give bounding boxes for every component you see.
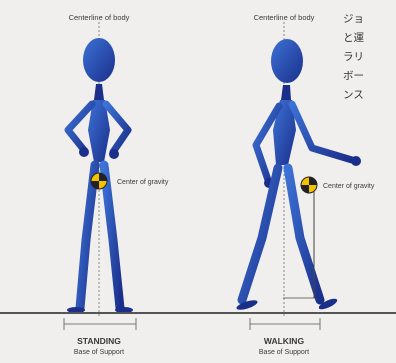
standing-gravity-label: Center of gravity xyxy=(117,179,169,186)
side-text-line: と運 xyxy=(343,29,396,48)
side-text-line: ジョ xyxy=(343,10,396,29)
standing-right-hand xyxy=(109,149,119,159)
standing-neck xyxy=(94,84,104,100)
side-text-line: ンス xyxy=(343,86,396,105)
standing-centerline-label: Centerline of body xyxy=(69,13,130,22)
standing-head xyxy=(83,38,115,82)
standing-left-arm xyxy=(68,104,92,150)
walking-right-hand xyxy=(351,156,361,166)
walking-neck xyxy=(281,85,291,100)
walking-back-leg xyxy=(242,168,278,300)
walking-gravity-marker xyxy=(301,177,317,193)
side-text: ジョ と運 ラリ ボー ンス xyxy=(343,10,396,105)
walking-centerline-label: Centerline of body xyxy=(254,13,315,22)
standing-figure: Centerline of body Center of gravity STA… xyxy=(64,13,169,356)
standing-gravity-marker xyxy=(91,173,107,189)
walking-gravity-label: Center of gravity xyxy=(323,183,375,190)
side-text-line: ボー xyxy=(343,67,396,86)
standing-right-leg xyxy=(104,165,120,308)
walking-base-label: Base of Support xyxy=(259,349,309,356)
walking-right-arm xyxy=(292,104,352,160)
side-text-line: ラリ xyxy=(343,48,396,67)
walking-title: WALKING xyxy=(264,336,305,346)
standing-left-hand xyxy=(79,147,89,157)
walking-head xyxy=(271,39,303,83)
standing-base-label: Base of Support xyxy=(74,349,124,356)
standing-title: STANDING xyxy=(77,336,121,346)
